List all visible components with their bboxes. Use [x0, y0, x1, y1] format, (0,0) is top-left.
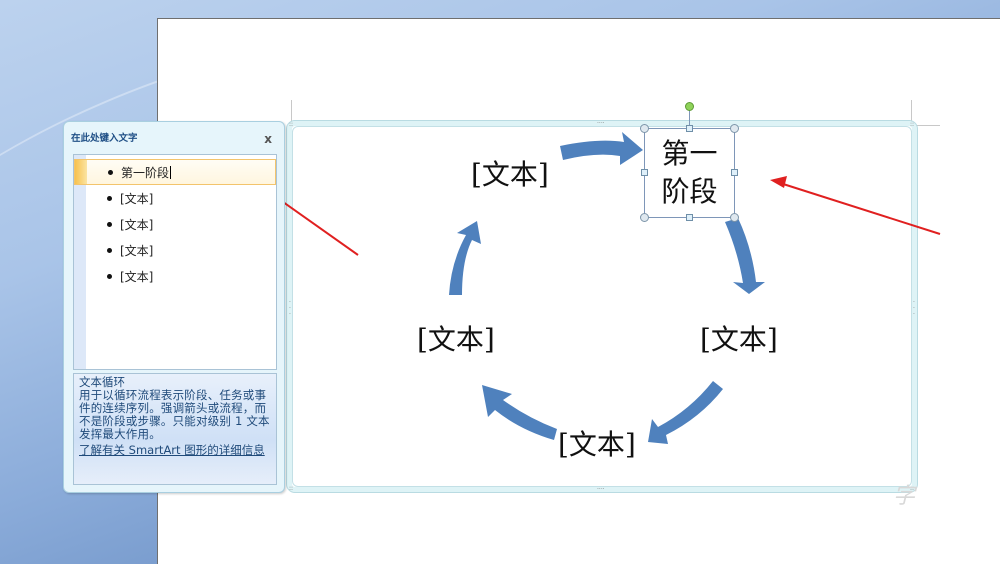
list-item-text[interactable]: [文本]: [120, 217, 154, 232]
rotate-handle[interactable]: [685, 102, 694, 111]
text-pane-title: 在此处键入文字: [71, 133, 138, 144]
list-item[interactable]: [文本]: [74, 185, 276, 211]
frame-resize-handle-top[interactable]: ····: [597, 120, 605, 127]
list-item[interactable]: [文本]: [74, 211, 276, 237]
selected-node-line2: 阶段: [661, 175, 718, 208]
frame-resize-handle-bottom[interactable]: ····: [597, 486, 605, 493]
cycle-arrow-icon: [648, 381, 723, 444]
layout-description: 文本循环 用于以循环流程表示阶段、任务或事件的连续序列。强调箭头或流程，而不是阶…: [73, 373, 277, 485]
list-item[interactable]: 第一阶段: [74, 159, 276, 185]
cycle-arrow-icon: [725, 218, 765, 294]
resize-handle-corner[interactable]: [640, 213, 649, 222]
resize-handle-corner[interactable]: [730, 213, 739, 222]
list-gutter: [74, 155, 86, 369]
list-item-text[interactable]: [文本]: [120, 243, 154, 258]
selected-node-line1: 第一: [661, 137, 718, 170]
frame-corner-handle[interactable]: ::: [289, 121, 294, 128]
resize-handle-corner[interactable]: [730, 124, 739, 133]
list-item-text[interactable]: [文本]: [120, 269, 154, 284]
bullet-icon: [108, 169, 113, 175]
annotation-arrow-icon: [770, 176, 941, 235]
bullet-icon: [107, 195, 112, 201]
layout-name: 文本循环: [79, 375, 125, 389]
resize-handle-edge[interactable]: [641, 169, 648, 176]
list-item-text[interactable]: 第一阶段: [121, 165, 170, 180]
close-icon[interactable]: x: [264, 132, 272, 146]
selected-node-text[interactable]: 第一 阶段: [645, 135, 734, 211]
list-item-text[interactable]: [文本]: [120, 191, 154, 206]
diagram-node-top-left[interactable]: [文本]: [471, 158, 549, 191]
diagram-node-bottom[interactable]: [文本]: [558, 428, 636, 461]
text-pane: 在此处键入文字 x 第一阶段 [文本] [文本] [文本] [文本] 文本循环 …: [63, 121, 285, 493]
diagram-node-right[interactable]: [文本]: [700, 323, 778, 356]
cycle-arrow-icon: [560, 132, 643, 165]
bullet-icon: [107, 221, 112, 227]
frame-resize-handle-left[interactable]: ···: [289, 299, 291, 318]
layout-description-text: 用于以循环流程表示阶段、任务或事件的连续序列。强调箭头或流程，而不是阶段或步骤。…: [79, 388, 270, 441]
margin-guide: [916, 125, 940, 126]
diagram-node-selected[interactable]: 第一 阶段: [644, 128, 735, 218]
learn-more-link[interactable]: 了解有关 SmartArt 图形的详细信息: [79, 443, 265, 457]
resize-handle-corner[interactable]: [640, 124, 649, 133]
frame-corner-handle[interactable]: ::: [910, 485, 915, 492]
text-pane-list[interactable]: 第一阶段 [文本] [文本] [文本] [文本]: [73, 154, 277, 370]
list-item[interactable]: [文本]: [74, 237, 276, 263]
cycle-arrow-icon: [482, 385, 557, 440]
resize-handle-edge[interactable]: [686, 214, 693, 221]
rotation-stem: [689, 110, 690, 128]
frame-corner-handle[interactable]: ::: [910, 121, 915, 128]
bullet-icon: [107, 247, 112, 253]
margin-guide: [911, 100, 912, 122]
text-cursor: [170, 165, 172, 179]
smartart-inner-border: [292, 126, 912, 487]
watermark: 字: [893, 484, 916, 509]
resize-handle-edge[interactable]: [686, 125, 693, 132]
list-item[interactable]: [文本]: [74, 263, 276, 289]
resize-handle-edge[interactable]: [731, 169, 738, 176]
smartart-frame[interactable]: [286, 120, 918, 493]
cycle-arrow-icon: [449, 221, 481, 295]
bullet-icon: [107, 273, 112, 279]
frame-resize-handle-right[interactable]: ···: [913, 299, 915, 318]
margin-guide: [291, 100, 292, 122]
diagram-node-left[interactable]: [文本]: [417, 323, 495, 356]
frame-corner-handle[interactable]: ::: [289, 485, 294, 492]
